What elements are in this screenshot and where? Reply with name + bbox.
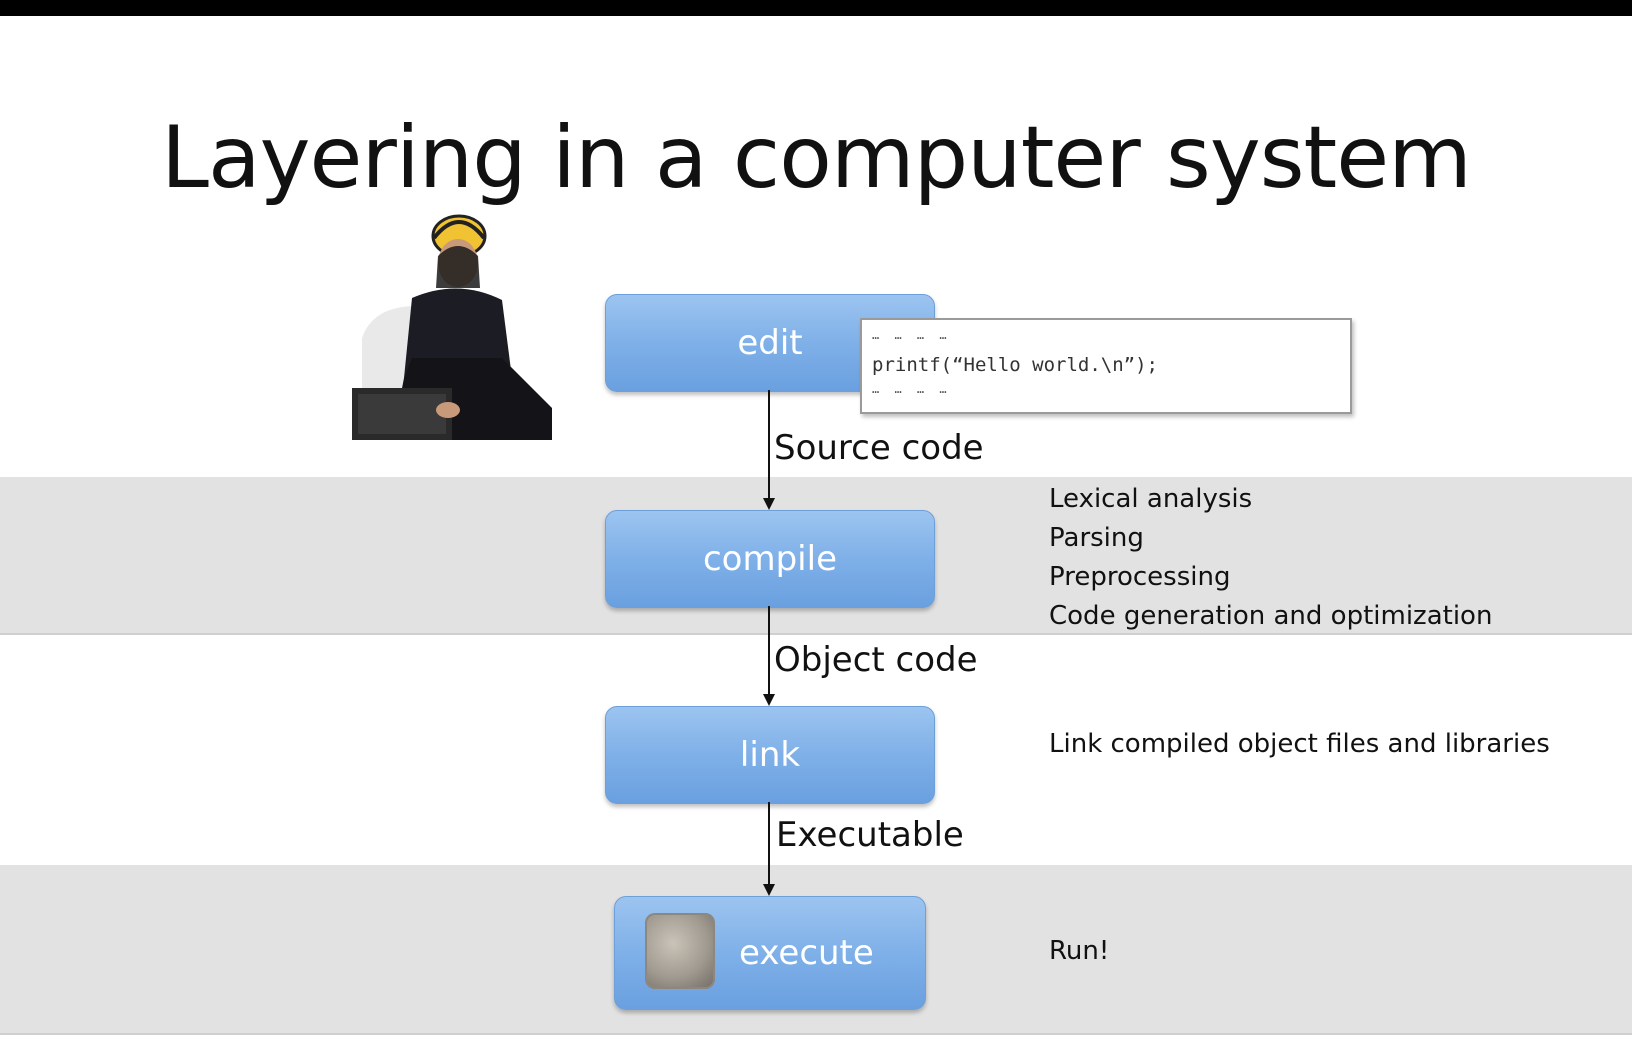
link-stage-box: link [605, 706, 935, 804]
executable-label: Executable [776, 815, 964, 855]
compile-stage-label: compile [702, 539, 837, 579]
arrowhead-compile [763, 498, 775, 510]
note-preprocessing: Preprocessing [1049, 562, 1231, 592]
execute-stage-label: execute [739, 933, 874, 973]
note-parsing: Parsing [1049, 523, 1144, 553]
execute-notes: Run! [1049, 932, 1109, 971]
code-ellipsis-top: … … … … [872, 328, 951, 342]
compile-stage-box: compile [605, 510, 935, 608]
source-code-label: Source code [774, 428, 984, 468]
link-notes: Link compiled object files and libraries [1049, 725, 1550, 764]
code-snippet-box: … … … … printf(“Hello world.\n”); … … … … [860, 318, 1352, 414]
code-line: printf(“Hello world.\n”); [872, 354, 1158, 376]
note-code-generation: Code generation and optimization [1049, 601, 1493, 631]
note-run: Run! [1049, 936, 1110, 966]
link-stage-label: link [739, 735, 801, 775]
execute-stage-box: execute [614, 896, 926, 1010]
cpu-chip-icon [645, 913, 715, 989]
note-lexical-analysis: Lexical analysis [1049, 484, 1253, 514]
top-black-bar [0, 0, 1632, 16]
compile-notes: Lexical analysis Parsing Preprocessing C… [1049, 480, 1492, 636]
arrow-compile-to-link [768, 606, 770, 696]
person-with-laptop-photo [352, 214, 566, 448]
arrowhead-link [763, 694, 775, 706]
code-ellipsis-bottom: … … … … [872, 382, 951, 396]
object-code-label: Object code [774, 640, 978, 680]
note-link: Link compiled object files and libraries [1049, 729, 1550, 759]
arrow-edit-to-compile [768, 390, 770, 502]
arrow-link-to-execute [768, 802, 770, 886]
edit-stage-label: edit [737, 323, 803, 363]
arrowhead-execute [763, 884, 775, 896]
slide-title: Layering in a computer system [161, 108, 1472, 208]
